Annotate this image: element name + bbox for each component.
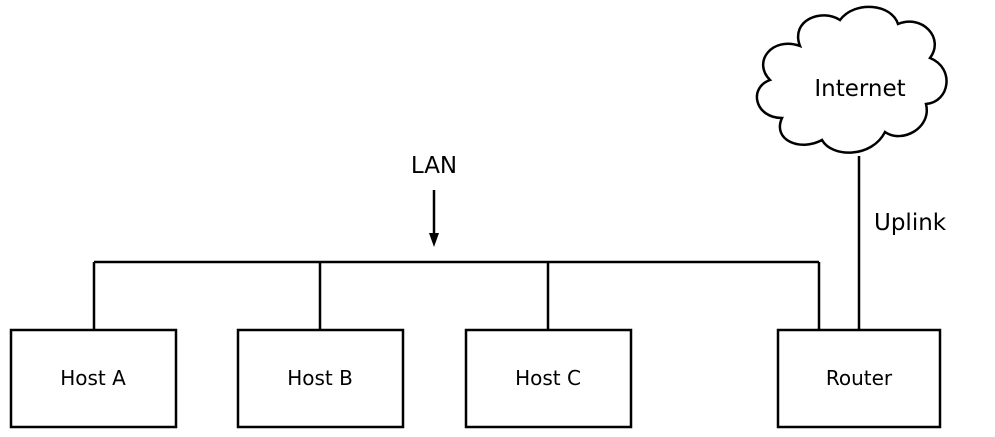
host-c-label: Host C <box>515 366 581 390</box>
host-a-label: Host A <box>60 366 126 390</box>
router-label: Router <box>826 366 893 390</box>
lan-arrow <box>429 190 439 247</box>
host-a-node: Host A <box>9 328 178 429</box>
uplink-label: Uplink <box>874 210 947 236</box>
internet-cloud: Internet <box>755 5 948 154</box>
host-b-label: Host B <box>287 366 353 390</box>
cloud-shape <box>755 5 948 154</box>
router-node: Router <box>776 328 942 429</box>
host-c-node: Host C <box>464 328 633 429</box>
host-b-node: Host B <box>236 328 405 429</box>
lan-label: LAN <box>411 153 457 179</box>
cloud-label: Internet <box>814 76 905 102</box>
